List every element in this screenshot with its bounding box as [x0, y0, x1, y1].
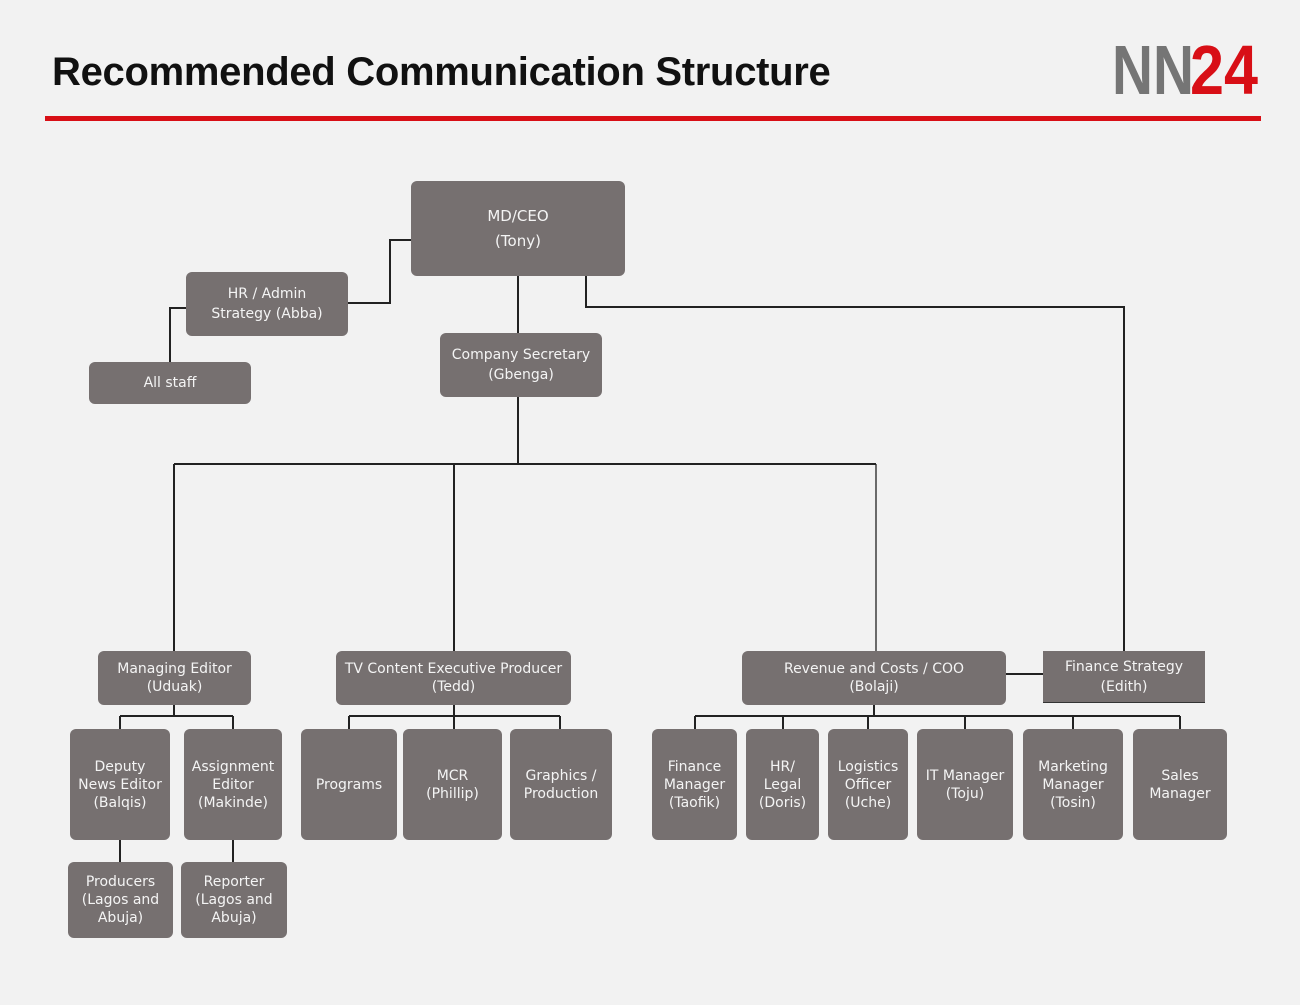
node-assignment-editor-line1: Assignment: [191, 758, 275, 775]
node-finance-manager-line3: (Taofik): [668, 794, 721, 811]
node-marketing-manager: Marketing Manager (Tosin): [1023, 729, 1123, 840]
node-sales-manager-line1: Sales: [1161, 767, 1199, 784]
node-marketing-manager-line3: (Tosin): [1050, 794, 1096, 811]
connector-ceo-finance: [585, 276, 1125, 651]
node-producers-line3: Abuja): [97, 910, 144, 926]
node-programs-line1: Programs: [315, 776, 383, 793]
node-hr-legal-line3: (Doris): [758, 794, 807, 811]
node-all-staff-title: All staff: [143, 375, 197, 391]
node-md-ceo: MD/CEO (Tony): [411, 181, 625, 276]
nn24-logo: NN 24: [1112, 31, 1258, 98]
node-deputy-news-editor: Deputy News Editor (Balqis): [70, 729, 170, 840]
node-assignment-editor-line3: (Makinde): [198, 794, 268, 811]
title-divider: [45, 116, 1261, 121]
node-tv-content-producer: TV Content Executive Producer (Tedd): [336, 651, 571, 705]
node-managing-editor-title: Managing Editor: [117, 661, 232, 677]
node-reporter-line3: Abuja): [211, 910, 257, 926]
node-reporter: Reporter (Lagos and Abuja): [181, 862, 287, 938]
node-mcr-line2: (Phillip): [426, 785, 479, 802]
node-logistics-officer-line2: Officer: [844, 776, 892, 793]
node-marketing-manager-line2: Manager: [1042, 776, 1104, 793]
node-it-manager-line1: IT Manager: [925, 767, 1005, 784]
node-graphics-production-line1: Graphics /: [525, 767, 597, 784]
logo-24-text: 24: [1190, 31, 1258, 98]
node-finance-strategy-title: Finance Strategy: [1065, 658, 1183, 675]
node-finance-manager-line2: Manager: [663, 776, 726, 793]
node-producers: Producers (Lagos and Abuja): [68, 862, 173, 938]
page-title: Recommended Communication Structure: [52, 50, 831, 94]
node-graphics-production: Graphics / Production: [510, 729, 612, 840]
node-marketing-manager-line1: Marketing: [1038, 758, 1108, 775]
node-reporter-line2: (Lagos and: [195, 892, 273, 908]
node-sales-manager: Sales Manager: [1133, 729, 1227, 840]
node-assignment-editor-line2: Editor: [212, 776, 254, 793]
node-hr-admin-name: Strategy (Abba): [211, 306, 323, 322]
node-tv-content-producer-name: (Tedd): [431, 679, 476, 695]
node-md-ceo-name: (Tony): [495, 231, 541, 250]
node-producers-line2: (Lagos and: [81, 892, 160, 908]
node-all-staff: All staff: [89, 362, 251, 404]
node-programs: Programs: [301, 729, 397, 840]
node-revenue-coo-name: (Bolaji): [849, 679, 899, 695]
node-revenue-coo-title: Revenue and Costs / COO: [783, 661, 965, 677]
node-hr-legal-line2: Legal: [763, 776, 802, 793]
node-revenue-coo: Revenue and Costs / COO (Bolaji): [742, 651, 1006, 705]
node-company-secretary-title: Company Secretary: [451, 347, 591, 363]
node-deputy-news-editor-line1: Deputy: [94, 758, 146, 775]
node-md-ceo-title: MD/CEO: [487, 206, 549, 225]
node-it-manager-line2: (Toju): [945, 785, 985, 802]
node-finance-strategy: Finance Strategy (Edith): [1043, 651, 1205, 703]
node-logistics-officer-line3: (Uche): [844, 794, 892, 811]
connector-ceo-hr: [348, 239, 411, 304]
node-company-secretary-name: (Gbenga): [488, 367, 554, 383]
node-hr-legal-line1: HR/: [770, 758, 795, 775]
node-logistics-officer-line1: Logistics: [837, 758, 899, 775]
node-managing-editor-name: (Uduak): [146, 679, 203, 695]
node-finance-manager-line1: Finance: [667, 758, 722, 775]
node-graphics-production-line2: Production: [523, 785, 599, 802]
node-hr-admin: HR / Admin Strategy (Abba): [186, 272, 348, 336]
node-hr-admin-title: HR / Admin: [227, 286, 307, 302]
node-sales-manager-line2: Manager: [1149, 785, 1211, 802]
logo-nn-text: NN: [1112, 31, 1194, 98]
node-mcr: MCR (Phillip): [403, 729, 502, 840]
node-tv-content-producer-title: TV Content Executive Producer: [344, 661, 563, 677]
node-company-secretary: Company Secretary (Gbenga): [440, 333, 602, 397]
node-finance-manager: Finance Manager (Taofik): [652, 729, 737, 840]
node-deputy-news-editor-line3: (Balqis): [93, 794, 147, 811]
node-it-manager: IT Manager (Toju): [917, 729, 1013, 840]
connector-hr-allstaff: [169, 307, 186, 362]
node-reporter-line1: Reporter: [203, 874, 265, 890]
node-managing-editor: Managing Editor (Uduak): [98, 651, 251, 705]
node-logistics-officer: Logistics Officer (Uche): [828, 729, 908, 840]
node-finance-strategy-name: (Edith): [1100, 678, 1148, 695]
node-assignment-editor: Assignment Editor (Makinde): [184, 729, 282, 840]
node-hr-legal: HR/ Legal (Doris): [746, 729, 819, 840]
node-mcr-line1: MCR: [436, 767, 469, 784]
node-deputy-news-editor-line2: News Editor: [78, 776, 162, 793]
node-producers-line1: Producers: [85, 874, 156, 890]
